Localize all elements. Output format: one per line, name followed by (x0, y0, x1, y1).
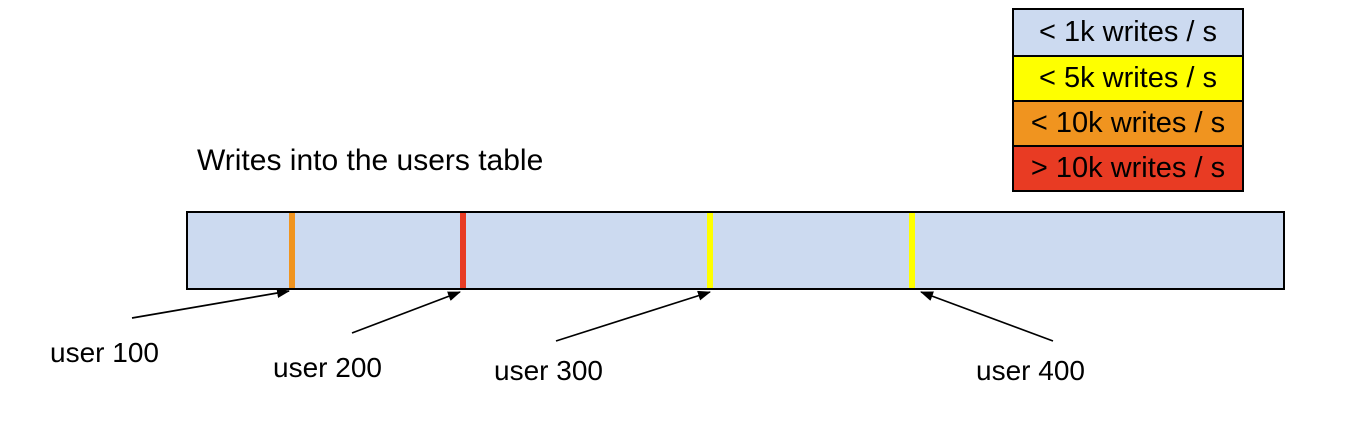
legend-item: > 10k writes / s (1014, 145, 1242, 190)
legend-item-label: < 5k writes / s (1038, 62, 1218, 94)
write-rate-tick (289, 213, 295, 288)
legend: < 1k writes / s < 5k writes / s < 10k writ… (1012, 8, 1244, 192)
legend-item-label: < 10k writes / s (1030, 107, 1226, 139)
user-label: user 100 (50, 337, 159, 368)
diagram-title: Writes into the users table (197, 144, 544, 177)
user-arrow (131, 288, 290, 319)
user-arrow (555, 290, 711, 342)
write-rate-tick (909, 213, 915, 288)
user-label: user 400 (976, 355, 1085, 386)
write-rate-tick (460, 213, 466, 288)
legend-item-label: < 1k writes / s (1038, 16, 1218, 48)
write-rate-tick (707, 213, 713, 288)
users-table-bar (186, 211, 1285, 290)
user-arrow (351, 291, 461, 334)
legend-item-label: > 10k writes / s (1030, 152, 1226, 184)
user-arrow (920, 291, 1054, 342)
legend-item: < 5k writes / s (1014, 55, 1242, 100)
user-label: user 300 (494, 355, 603, 386)
legend-item: < 10k writes / s (1014, 100, 1242, 145)
user-label: user 200 (273, 352, 382, 383)
legend-item: < 1k writes / s (1014, 10, 1242, 55)
